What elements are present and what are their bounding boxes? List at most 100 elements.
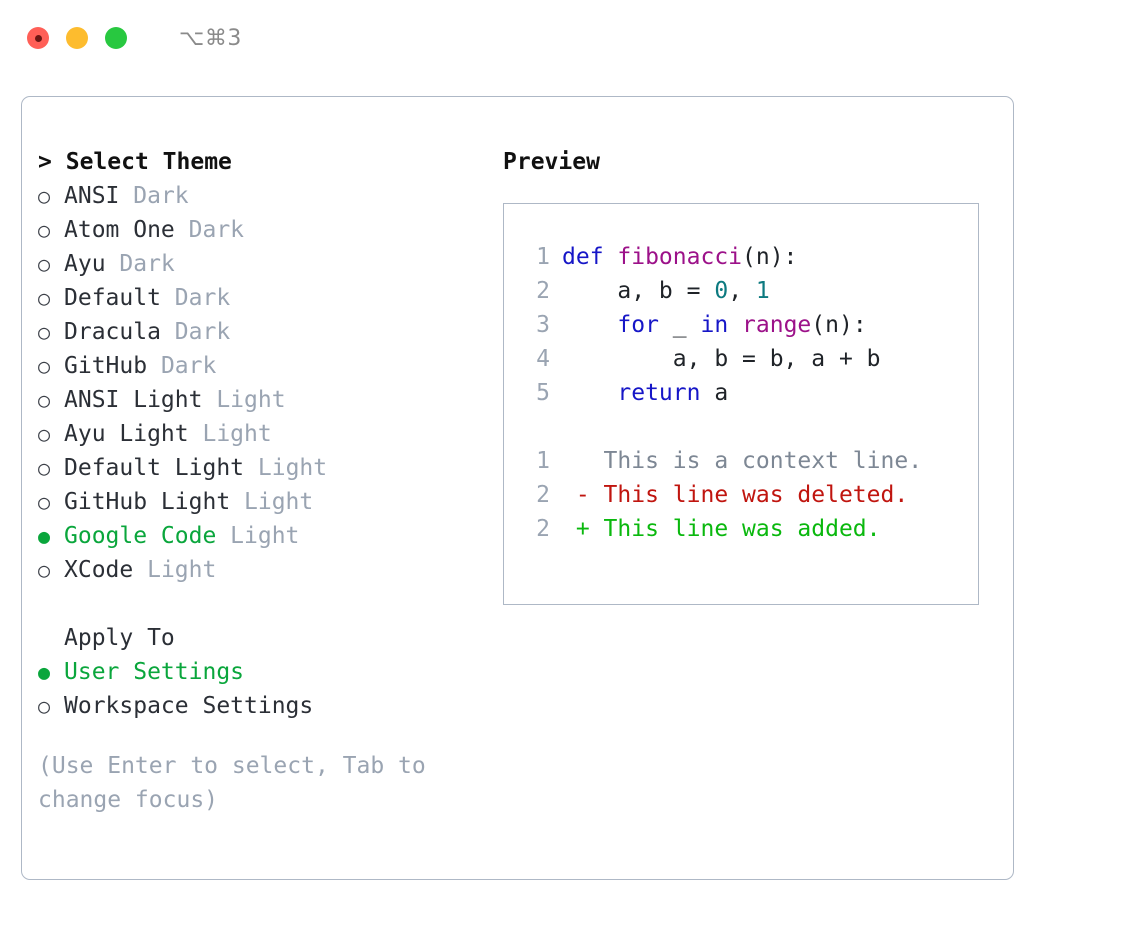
theme-option-github[interactable]: ○ GitHub Dark xyxy=(38,349,498,383)
close-window-button[interactable] xyxy=(27,27,49,49)
code-plain: , xyxy=(728,278,756,304)
window-controls xyxy=(27,27,127,49)
theme-option-category: Dark xyxy=(119,251,175,277)
theme-option-category: Dark xyxy=(174,285,231,311)
radio-unselected-icon: ○ xyxy=(38,354,51,378)
diff-line-number: 2 xyxy=(536,516,550,542)
apply-to-option-list: ●User Settings○Workspace Settings xyxy=(38,655,498,723)
theme-option-category: Light xyxy=(216,387,286,413)
radio-unselected-icon: ○ xyxy=(38,320,51,344)
code-line: 1 def fibonacci(n): xyxy=(504,240,978,274)
theme-option-atom-one[interactable]: ○ Atom One Dark xyxy=(38,213,498,247)
theme-option-category: Light xyxy=(244,489,314,515)
theme-option-label: Google Code xyxy=(64,523,231,549)
theme-option-label: XCode xyxy=(64,557,148,583)
theme-option-category: Light xyxy=(257,455,328,481)
select-theme-header: > Select Theme xyxy=(38,145,498,179)
dialog-body: > Select Theme ○ANSI Dark○Atom One Dark○… xyxy=(22,97,1013,879)
diff-line-content: This line was added. xyxy=(589,516,881,542)
code-number: 0 xyxy=(714,278,729,304)
code-plain xyxy=(562,312,617,338)
code-keyword: return xyxy=(617,380,701,406)
code-plain: a xyxy=(700,380,729,406)
prompt-caret-icon: > xyxy=(38,149,52,175)
code-number: 1 xyxy=(755,278,770,304)
preview-title: Preview xyxy=(503,149,600,175)
apply-to-option-user-settings[interactable]: ●User Settings xyxy=(38,655,498,689)
radio-unselected-icon: ○ xyxy=(38,456,51,480)
code-line: 4 a, b = b, a + b xyxy=(504,342,978,376)
radio-unselected-icon: ○ xyxy=(38,218,51,242)
theme-option-ansi-light[interactable]: ○ANSI Light Light xyxy=(38,383,498,417)
diff-sample: 1 This is a context line.2 - This line w… xyxy=(504,444,978,546)
diff-marker: + xyxy=(562,516,590,542)
list-spacer xyxy=(38,587,498,621)
title-bar: ⌥⌘3 xyxy=(0,0,1140,76)
diff-line-ctx: 1 This is a context line. xyxy=(504,444,978,478)
maximize-window-button[interactable] xyxy=(105,27,127,49)
radio-unselected-icon: ○ xyxy=(38,184,51,208)
theme-option-category: Dark xyxy=(188,217,245,243)
code-plain: a, b = xyxy=(562,278,715,304)
theme-option-label: Dracula xyxy=(64,319,175,345)
theme-option-label: GitHub Light xyxy=(64,489,245,515)
theme-option-category: Dark xyxy=(133,183,189,209)
keyboard-hint-text: (Use Enter to select, Tab to change focu… xyxy=(38,753,440,813)
radio-unselected-icon: ○ xyxy=(38,558,51,582)
theme-option-ansi[interactable]: ○ANSI Dark xyxy=(38,179,498,213)
code-line-content: def fibonacci(n): xyxy=(562,240,797,274)
theme-option-label: Ayu Light xyxy=(64,421,203,447)
diff-line-number: 1 xyxy=(536,448,550,474)
apply-to-option-label: Workspace Settings xyxy=(64,693,314,719)
theme-option-ayu-light[interactable]: ○Ayu Light Light xyxy=(38,417,498,451)
code-keyword: in xyxy=(700,312,729,338)
code-line-content: for _ in range(n): xyxy=(562,308,867,342)
radio-unselected-icon: ○ xyxy=(38,490,51,514)
theme-option-default-light[interactable]: ○ Default Light Light xyxy=(38,451,498,485)
theme-option-list: ○ANSI Dark○Atom One Dark○Ayu Dark○Defaul… xyxy=(38,179,498,587)
code-keyword: for xyxy=(617,312,659,338)
diff-marker: - xyxy=(562,482,590,508)
keyboard-shortcut-label: ⌥⌘3 xyxy=(179,25,242,51)
code-plain xyxy=(562,380,617,406)
diff-line-del: 2 - This line was deleted. xyxy=(504,478,978,512)
code-line-number: 3 xyxy=(536,312,550,338)
theme-option-ayu[interactable]: ○Ayu Dark xyxy=(38,247,498,281)
theme-option-default[interactable]: ○Default Dark xyxy=(38,281,498,315)
code-function: fibonacci xyxy=(617,244,743,270)
diff-line-content: This is a context line. xyxy=(589,448,923,474)
minimize-window-button[interactable] xyxy=(66,27,88,49)
code-function: range xyxy=(742,312,812,338)
radio-unselected-icon: ○ xyxy=(38,422,51,446)
diff-line-content: This line was deleted. xyxy=(589,482,909,508)
apply-to-option-label: User Settings xyxy=(64,659,245,685)
code-line-content: a, b = 0, 1 xyxy=(562,274,770,308)
theme-option-xcode[interactable]: ○XCode Light xyxy=(38,553,498,587)
code-line: 5 return a xyxy=(504,376,978,410)
radio-unselected-icon: ○ xyxy=(38,252,51,276)
select-theme-title: Select Theme xyxy=(65,149,232,175)
apply-to-header: Apply To xyxy=(64,625,175,651)
code-line-number: 1 xyxy=(536,244,550,270)
code-keyword: def xyxy=(562,244,618,270)
preview-gap xyxy=(504,410,978,444)
theme-option-label: Default Light xyxy=(64,455,258,481)
theme-option-dracula[interactable]: ○Dracula Dark xyxy=(38,315,498,349)
theme-option-google-code[interactable]: ●Google Code Light xyxy=(38,519,498,553)
code-line: 2 a, b = 0, 1 xyxy=(504,274,978,308)
theme-option-label: GitHub xyxy=(64,353,161,379)
code-plain: (n): xyxy=(742,244,798,270)
diff-line-add: 2 + This line was added. xyxy=(504,512,978,546)
theme-option-category: Dark xyxy=(160,353,217,379)
diff-marker xyxy=(562,444,590,478)
code-plain: a, b = b, a + b xyxy=(562,346,881,372)
radio-unselected-icon: ○ xyxy=(38,388,51,412)
theme-list-pane: > Select Theme ○ANSI Dark○Atom One Dark○… xyxy=(38,145,498,817)
code-plain: (n): xyxy=(811,312,867,338)
theme-option-label: Atom One xyxy=(64,217,189,243)
theme-option-github-light[interactable]: ○ GitHub Light Light xyxy=(38,485,498,519)
apply-to-option-workspace-settings[interactable]: ○Workspace Settings xyxy=(38,689,498,723)
